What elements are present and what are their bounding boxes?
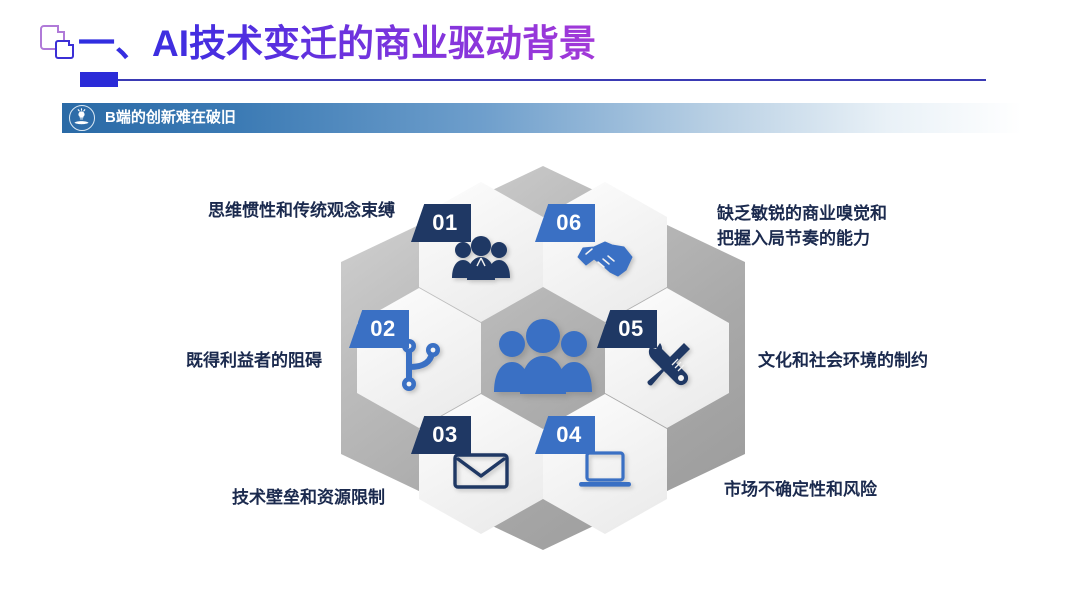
document-copy-icon (38, 24, 82, 68)
document-copy-icon-outer-fold (57, 25, 65, 33)
document-copy-icon-inner-fold (68, 40, 74, 46)
hexagon-label-06: 缺乏敏锐的商业嗅觉和 把握入局节奏的能力 (717, 204, 887, 248)
hexagon-item-02[interactable]: 02 (349, 288, 481, 428)
hexagon-number-06: 06 (556, 210, 582, 235)
hexagon-number-05: 05 (618, 316, 644, 341)
title-underline-cap (80, 72, 118, 87)
hexagon-label-02: 既得利益者的阻碍 (186, 351, 322, 370)
hexagon-item-06[interactable]: 06 (535, 182, 667, 322)
envelope-icon (419, 438, 543, 504)
hexagon-label-04: 市场不确定性和风险 (724, 480, 877, 499)
tools-wrench-screwdriver-icon (605, 332, 729, 398)
hexagon-tab-05: 05 (597, 310, 657, 348)
subtitle-label: B端的创新难在破旧 (105, 109, 236, 126)
hexagon-cluster: 01 06 (333, 152, 753, 564)
hexagon-tab-01: 01 (411, 204, 471, 242)
hexagon-item-01[interactable]: 01 (411, 182, 543, 322)
hexagon-item-03[interactable]: 03 (411, 394, 543, 534)
hexagon-number-04: 04 (556, 422, 582, 447)
hexagon-item-05[interactable]: 05 (597, 288, 729, 428)
users-group-icon (419, 226, 543, 292)
hexagon-number-03: 03 (432, 422, 458, 447)
hexagon-tab-04: 04 (535, 416, 595, 454)
hexagon-label-01: 思维惯性和传统观念束缚 (208, 201, 395, 220)
people-group-icon (481, 316, 605, 400)
hexagon-number-02: 02 (370, 316, 396, 341)
hexagon-center (481, 288, 605, 428)
lightbulb-hand-icon (69, 105, 95, 131)
hexagon-label-03: 技术壁垒和资源限制 (232, 488, 385, 507)
hexagon-item-04[interactable]: 04 (535, 394, 667, 534)
subtitle-bar: B端的创新难在破旧 (62, 103, 1022, 133)
slide-title-row: 一、AI技术变迁的商业驱动背景 (34, 18, 1034, 90)
hexagon-tab-02: 02 (349, 310, 409, 348)
hexagon-label-05: 文化和社会环境的制约 (758, 351, 928, 370)
laptop-icon (543, 438, 667, 504)
hexagon-number-01: 01 (432, 210, 458, 235)
page-title: 一、AI技术变迁的商业驱动背景 (78, 18, 596, 70)
handshake-icon (543, 226, 667, 292)
hexagon-tab-03: 03 (411, 416, 471, 454)
hexagon-tab-06: 06 (535, 204, 595, 242)
document-copy-icon-outer-square (40, 25, 65, 50)
title-underline-rule (80, 79, 986, 81)
